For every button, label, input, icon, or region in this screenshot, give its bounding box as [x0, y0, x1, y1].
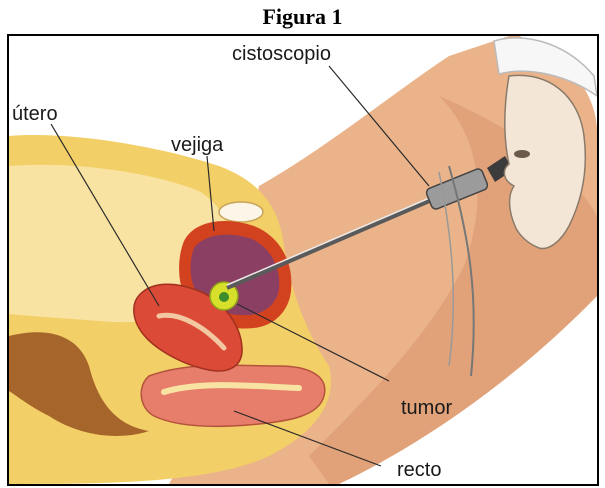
pubic-bone	[219, 202, 263, 222]
label-recto: recto	[397, 459, 441, 481]
label-utero: útero	[12, 103, 58, 125]
tumor-core	[219, 292, 229, 302]
anatomy-figure: cistoscopio útero vejiga tumor recto	[7, 34, 599, 486]
figure-caption: Figura 1	[0, 2, 605, 32]
label-tumor: tumor	[401, 397, 452, 419]
surgeon-eye	[514, 150, 530, 158]
label-cistoscopio: cistoscopio	[232, 43, 331, 65]
cystoscopy-illustration: cistoscopio útero vejiga tumor recto	[9, 36, 597, 484]
label-vejiga: vejiga	[171, 134, 224, 156]
rectum-shape	[141, 365, 325, 426]
